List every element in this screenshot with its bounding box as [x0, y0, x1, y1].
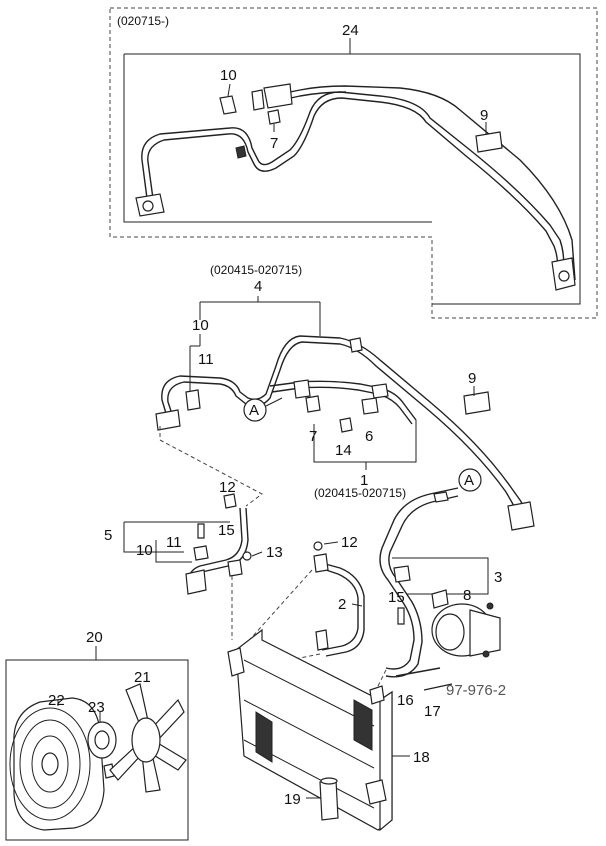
part-10-bracket [219, 95, 237, 115]
part-15-bolt [397, 607, 405, 625]
callout-23: 23 [88, 699, 105, 716]
fan-motor [87, 721, 117, 779]
callout-5-bracket [123, 521, 230, 553]
callout-10-left: 10 [136, 542, 153, 559]
callout-7-mid: 7 [309, 428, 317, 445]
condenser [227, 628, 393, 832]
part-12-oring [313, 541, 323, 551]
fan-shroud [9, 697, 105, 831]
dashed-link-center [231, 569, 387, 691]
fan-blade [109, 683, 187, 793]
part-16-bolt [395, 667, 441, 677]
callout-17: 17 [424, 703, 441, 720]
part-24-bracket [123, 53, 581, 305]
callout-12-left: 12 [219, 479, 236, 496]
marker-a-right [458, 468, 482, 492]
callout-5: 5 [104, 527, 112, 544]
callout-15-left: 15 [218, 522, 235, 539]
marker-a-left [243, 398, 267, 422]
marker-a-right-label: A [464, 472, 474, 489]
mid-range-label: (020415-020715) [210, 263, 302, 277]
callout-6: 6 [365, 428, 373, 445]
callout-15-right: 15 [388, 589, 405, 606]
part-17-bolt [423, 683, 453, 691]
callout-16: 16 [397, 692, 414, 709]
part-7-clip [267, 109, 281, 125]
fan-group-box [5, 659, 189, 841]
hose-2 [313, 553, 365, 657]
reference-code: 97-976-2 [446, 682, 506, 699]
callout-4-bracket [199, 296, 321, 336]
callout-11-left: 11 [166, 534, 182, 551]
callout-9-top: 9 [480, 107, 488, 124]
callout-10-mid: 10 [192, 317, 209, 334]
callout-8: 8 [463, 587, 471, 604]
top-range-label: (020715-) [117, 14, 169, 28]
pipe-assembly-4 [155, 335, 535, 531]
lower-range-label: (020415-020715) [314, 486, 406, 500]
hose-3 [379, 487, 459, 678]
callout-22: 22 [48, 692, 65, 709]
callout-1-bracket [313, 420, 417, 470]
callout-10-top: 10 [220, 67, 237, 84]
callout-14: 14 [335, 442, 352, 459]
callout-24: 24 [342, 22, 359, 39]
dashed-link-left [159, 426, 263, 507]
callout-21: 21 [134, 669, 151, 686]
callout-7-top: 7 [270, 135, 278, 152]
receiver-drier [319, 777, 387, 821]
compressor [431, 602, 501, 658]
callout-3: 3 [494, 569, 502, 586]
part-13-nut [242, 551, 252, 561]
callout-12-right: 12 [341, 534, 358, 551]
callout-20: 20 [86, 629, 103, 646]
pipe-assembly-24 [135, 83, 576, 291]
callout-1: 1 [360, 472, 368, 489]
callout-13: 13 [266, 544, 283, 561]
callout-9-mid: 9 [468, 370, 476, 387]
callout-11-mid: 11 [198, 351, 214, 368]
callout-18: 18 [413, 749, 430, 766]
pipe-assembly-5 [185, 507, 249, 595]
top-group-outline [109, 7, 598, 319]
marker-a-left-label: A [249, 402, 259, 419]
callout-19: 19 [284, 791, 301, 808]
callout-4: 4 [254, 278, 262, 295]
part-12-left [223, 493, 237, 509]
callout-2: 2 [338, 596, 346, 613]
part-8-fitting [431, 589, 449, 609]
